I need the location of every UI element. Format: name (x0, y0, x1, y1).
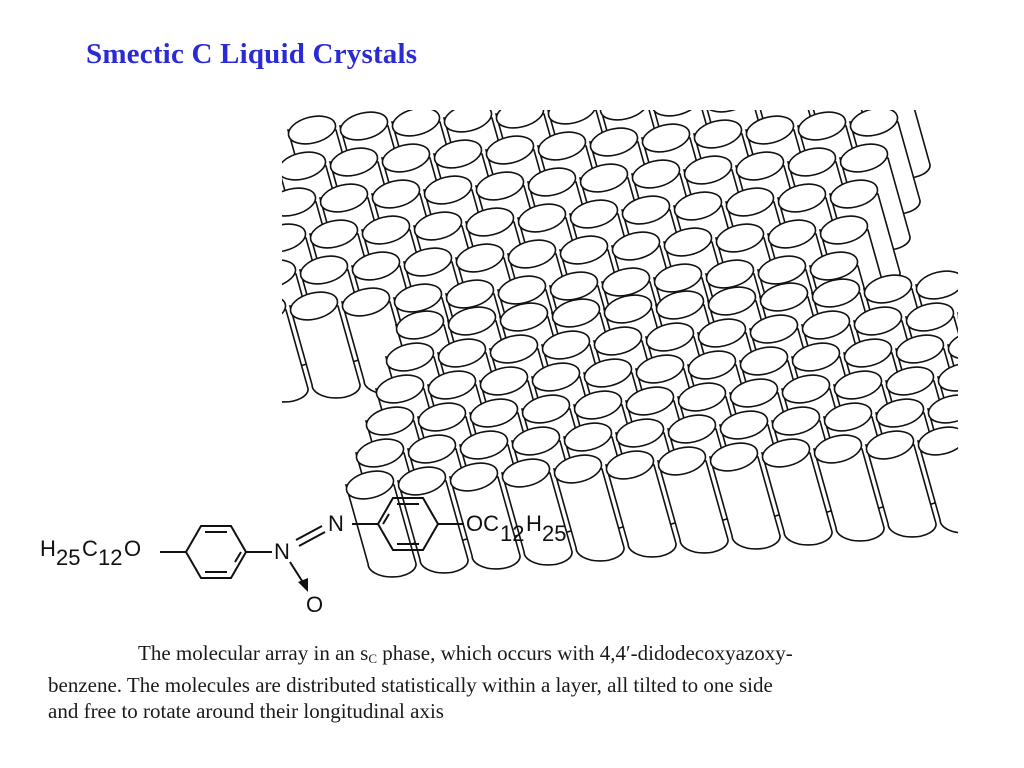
left-chain-h: H (40, 536, 56, 561)
caption-line-3: and free to rotate around their longitud… (48, 699, 444, 723)
left-chain-c: C (82, 536, 98, 561)
left-chain-c-count: 12 (98, 545, 122, 570)
right-chain-c-count: 12 (500, 521, 524, 546)
molecule-cylinder (288, 291, 361, 399)
left-chain-h-count: 25 (56, 545, 80, 570)
caption-line-1: The molecular array in an sC phase, whic… (138, 641, 793, 666)
molecule-cylinder (656, 446, 729, 554)
molecule-cylinder (282, 295, 309, 403)
molecule-cylinder (916, 426, 958, 534)
right-chain-h-count: 25 (542, 521, 566, 546)
molecule-cylinder (760, 438, 833, 546)
molecule-cylinder (864, 430, 937, 538)
figure-caption: The molecular array in an sC phase, whic… (48, 640, 1008, 724)
azo-nitrogen-1: N (274, 539, 290, 564)
molecule-cylinder (552, 454, 625, 562)
phase-subscript: C (368, 651, 377, 666)
left-ether-o: O (124, 536, 141, 561)
molecule-cylinder (448, 462, 521, 570)
molecule-cylinder (708, 442, 781, 550)
azo-nitrogen-2: N (328, 511, 344, 536)
right-chain-h: H (526, 511, 542, 536)
caption-line-2: benzene. The molecules are distributed s… (48, 673, 773, 697)
slide-title: Smectic C Liquid Crystals (86, 38, 418, 70)
right-benzene-ring (376, 497, 440, 551)
molecule-cylinder (500, 458, 573, 566)
left-benzene-ring (184, 525, 248, 579)
n-oxide-oxygen: O (306, 592, 323, 617)
molecule-cylinder (604, 450, 677, 558)
molecule-cylinder (812, 434, 885, 542)
right-ether-oc: OC (466, 511, 499, 536)
